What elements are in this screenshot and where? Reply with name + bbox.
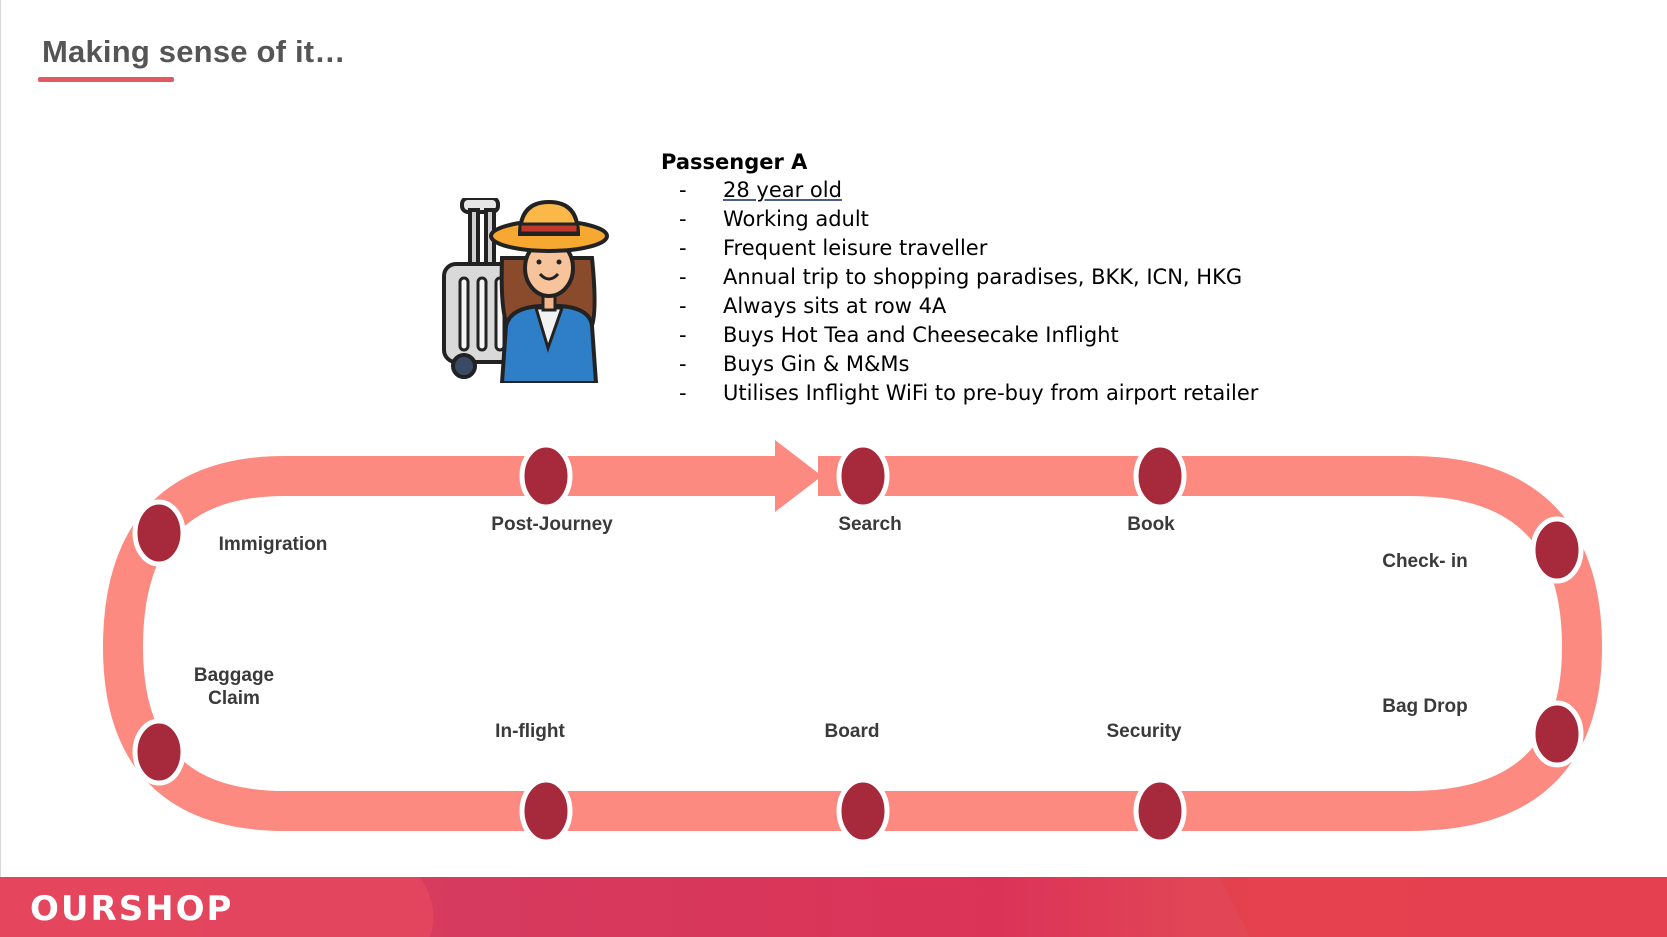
stage-label-board: Board — [824, 721, 880, 742]
traveller-with-suitcase-icon — [442, 198, 609, 383]
persona-trait-list: -28 year old -Working adult -Frequent le… — [661, 176, 1258, 408]
stage-label-book: Book — [1127, 514, 1175, 535]
persona-trait: -Utilises Inflight WiFi to pre-buy from … — [679, 381, 1259, 405]
page-title: Making sense of it… — [42, 34, 346, 69]
persona-trait: -Always sits at row 4A — [679, 294, 947, 318]
persona-name: Passenger A — [661, 150, 808, 174]
persona-trait: -Working adult — [679, 207, 869, 231]
footer-bar: OURSHOP — [0, 877, 1667, 937]
node-security — [1133, 777, 1187, 845]
persona-trait: -Buys Hot Tea and Cheesecake Inflight — [679, 323, 1119, 347]
journey-arrow-head — [775, 440, 822, 512]
slide-left-border — [0, 0, 1, 877]
stage-label-security: Security — [1106, 721, 1182, 742]
stage-label-immigration: Immigration — [218, 534, 328, 555]
stage-label-in-flight: In-flight — [495, 721, 565, 742]
stage-label-check-in: Check- in — [1382, 551, 1468, 572]
ourshop-logo: OURSHOP — [30, 889, 234, 929]
stage-label-search: Search — [838, 514, 902, 535]
node-bag-drop — [1530, 700, 1584, 768]
node-board — [836, 777, 890, 845]
node-baggage-claim — [132, 718, 186, 786]
stage-label-baggage-claim: Baggage Claim — [193, 665, 275, 709]
persona-description: Passenger A -28 year old -Working adult … — [661, 150, 1258, 408]
node-immigration — [132, 499, 186, 567]
persona-trait: -28 year old — [679, 178, 842, 202]
node-post-journey — [519, 442, 573, 510]
stage-label-bag-drop: Bag Drop — [1382, 696, 1468, 717]
footer-decoration — [0, 877, 1667, 937]
persona-trait: -Buys Gin & M&Ms — [679, 352, 910, 376]
node-check-in — [1530, 516, 1584, 584]
node-search — [836, 442, 890, 510]
node-book — [1133, 442, 1187, 510]
persona-trait: -Annual trip to shopping paradises, BKK,… — [679, 265, 1243, 289]
node-in-flight — [519, 777, 573, 845]
title-underline — [38, 77, 174, 82]
persona-trait: -Frequent leisure traveller — [679, 236, 988, 260]
stage-label-post-journey: Post-Journey — [491, 514, 613, 535]
